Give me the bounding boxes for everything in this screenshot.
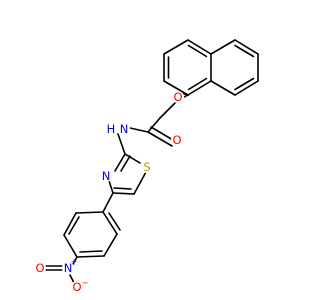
molecule-structure-diagram: O O N H N S N + O O −: [34, 39, 259, 294]
nitrophenyl-ring: [63, 192, 121, 267]
atom-labels: O O N H N S N + O O −: [34, 90, 184, 294]
thiazole-sulfur-label: S: [143, 160, 150, 174]
naphthalene-ring: [163, 39, 259, 96]
thiazole-nitrogen-label: N: [102, 169, 111, 183]
carbonyl-oxygen-label: O: [172, 133, 181, 147]
nitro-single-oxygen-label: O: [72, 280, 81, 294]
nitro-double-oxygen-label: O: [35, 261, 44, 275]
thiazole-ring: [107, 153, 147, 195]
amide-nitrogen-label: N: [120, 122, 129, 136]
nitro-nitrogen-label: N: [64, 261, 73, 275]
amide-hydrogen-label: H: [107, 122, 116, 136]
oxyacetamide-linker: [117, 92, 189, 155]
nitro-nitrogen-charge: +: [71, 258, 78, 267]
nitro-oxygen-charge: −: [82, 279, 89, 288]
ether-oxygen-label: O: [173, 90, 182, 104]
